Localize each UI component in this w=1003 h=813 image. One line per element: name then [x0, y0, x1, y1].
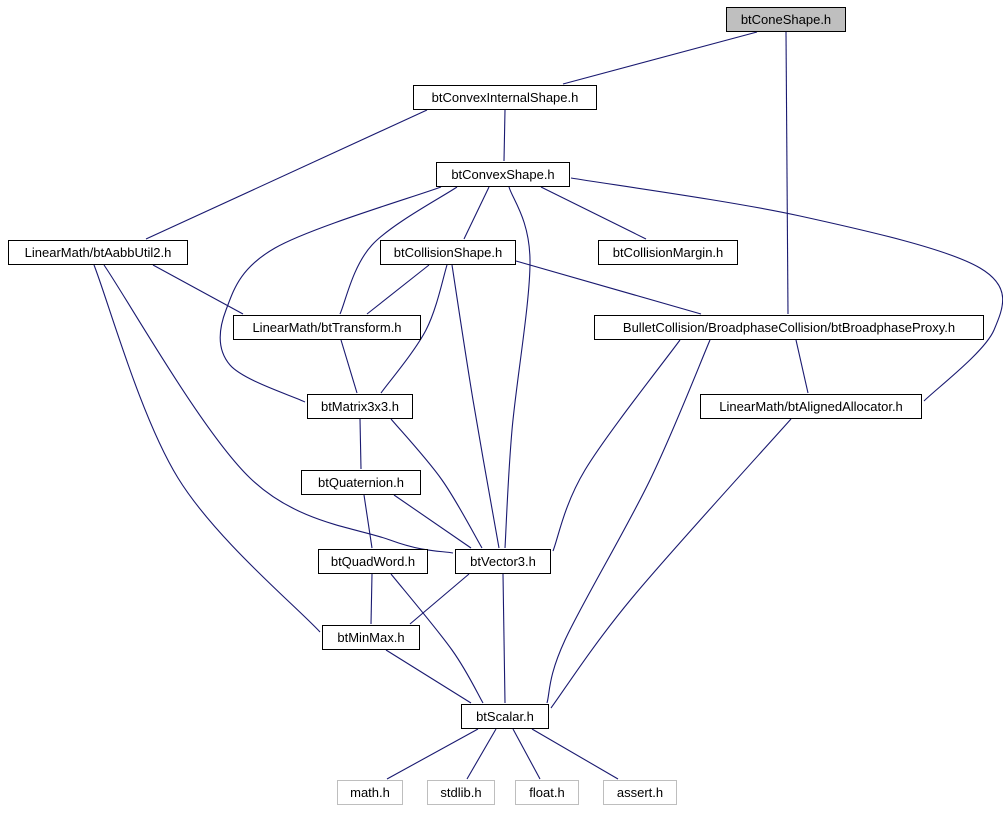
- edge-btAabbUtil2-to-btMinMax: [93, 264, 321, 633]
- node-btConvexInternalShape[interactable]: btConvexInternalShape.h: [413, 85, 597, 110]
- node-btMatrix3x3[interactable]: btMatrix3x3.h: [307, 394, 413, 419]
- node-label: btConeShape.h: [740, 12, 832, 27]
- edge-btConeShape-to-btConvexInternalShape: [562, 31, 758, 85]
- node-float: float.h: [515, 780, 579, 805]
- node-btAlignedAllocator[interactable]: LinearMath/btAlignedAllocator.h: [700, 394, 922, 419]
- node-label: btMinMax.h: [337, 630, 405, 645]
- edge-btBroadphaseProxy-to-btScalar: [546, 339, 711, 704]
- edge-btConvexShape-to-btVector3: [504, 186, 531, 549]
- edge-btQuadWord-to-btScalar: [390, 573, 484, 704]
- edge-btQuaternion-to-btVector3: [393, 494, 472, 549]
- node-btVector3[interactable]: btVector3.h: [455, 549, 551, 574]
- edge-btConvexShape-to-btTransform: [339, 186, 458, 315]
- edge-btCollisionShape-to-btMatrix3x3: [380, 264, 448, 394]
- node-btQuaternion[interactable]: btQuaternion.h: [301, 470, 421, 495]
- edge-btConvexShape-to-btCollisionShape: [463, 186, 490, 240]
- edge-btMinMax-to-btScalar: [385, 649, 472, 704]
- edge-btScalar-to-assert: [531, 728, 619, 780]
- edge-btVector3-to-btMinMax: [409, 573, 470, 625]
- node-label: LinearMath/btAlignedAllocator.h: [719, 399, 903, 414]
- node-btQuadWord[interactable]: btQuadWord.h: [318, 549, 428, 574]
- edge-btConvexShape-to-btMatrix3x3: [219, 186, 442, 403]
- edge-btAabbUtil2-to-btVector3: [103, 264, 454, 554]
- node-btConvexShape[interactable]: btConvexShape.h: [436, 162, 570, 187]
- edge-btCollisionShape-to-btBroadphaseProxy: [515, 260, 702, 315]
- node-btMinMax[interactable]: btMinMax.h: [322, 625, 420, 650]
- node-label: LinearMath/btAabbUtil2.h: [24, 245, 172, 260]
- node-label: btCollisionShape.h: [393, 245, 503, 260]
- edge-btConvexInternalShape-to-btAabbUtil2: [145, 109, 428, 240]
- edge-btScalar-to-float: [512, 728, 541, 780]
- node-label: btVector3.h: [470, 554, 536, 569]
- edge-btScalar-to-math: [386, 728, 479, 780]
- node-btConeShape: btConeShape.h: [726, 7, 846, 32]
- edge-btAabbUtil2-to-btTransform: [152, 264, 244, 315]
- node-label: btMatrix3x3.h: [320, 399, 400, 414]
- edge-btAlignedAllocator-to-btScalar: [550, 418, 792, 709]
- node-label: assert.h: [616, 785, 664, 800]
- node-label: LinearMath/btTransform.h: [252, 320, 402, 335]
- node-btScalar[interactable]: btScalar.h: [461, 704, 549, 729]
- node-btCollisionShape[interactable]: btCollisionShape.h: [380, 240, 516, 265]
- node-label: btScalar.h: [476, 709, 534, 724]
- node-label: stdlib.h: [440, 785, 482, 800]
- edge-btVector3-to-btScalar: [502, 573, 506, 704]
- edge-btQuaternion-to-btQuadWord: [363, 494, 373, 549]
- edge-btConvexInternalShape-to-btConvexShape: [503, 109, 506, 162]
- edge-btTransform-to-btMatrix3x3: [340, 339, 358, 394]
- node-label: float.h: [529, 785, 565, 800]
- node-label: math.h: [350, 785, 390, 800]
- edge-btScalar-to-stdlib: [466, 728, 497, 780]
- edge-btMatrix3x3-to-btVector3: [390, 418, 483, 549]
- edge-btCollisionShape-to-btTransform: [366, 264, 430, 315]
- node-btBroadphaseProxy[interactable]: BulletCollision/BroadphaseCollision/btBr…: [594, 315, 984, 340]
- edge-btConvexShape-to-btAlignedAllocator: [570, 177, 1003, 402]
- edge-btBroadphaseProxy-to-btVector3: [552, 339, 681, 552]
- edge-btMatrix3x3-to-btQuaternion: [359, 418, 362, 470]
- node-stdlib: stdlib.h: [427, 780, 495, 805]
- node-label: btConvexInternalShape.h: [431, 90, 579, 105]
- edge-btCollisionShape-to-btVector3: [451, 264, 500, 549]
- node-assert: assert.h: [603, 780, 677, 805]
- node-btCollisionMargin[interactable]: btCollisionMargin.h: [598, 240, 738, 265]
- edge-btConvexShape-to-btCollisionMargin: [540, 186, 647, 240]
- edge-btConeShape-to-btBroadphaseProxy: [785, 31, 789, 315]
- edge-btBroadphaseProxy-to-btAlignedAllocator: [795, 339, 809, 394]
- node-btAabbUtil2[interactable]: LinearMath/btAabbUtil2.h: [8, 240, 188, 265]
- node-label: btCollisionMargin.h: [612, 245, 724, 260]
- node-label: btQuadWord.h: [330, 554, 416, 569]
- node-label: btConvexShape.h: [451, 167, 555, 182]
- edge-btQuadWord-to-btMinMax: [370, 573, 373, 625]
- node-label: BulletCollision/BroadphaseCollision/btBr…: [622, 320, 956, 335]
- node-math: math.h: [337, 780, 403, 805]
- node-btTransform[interactable]: LinearMath/btTransform.h: [233, 315, 421, 340]
- node-label: btQuaternion.h: [317, 475, 404, 490]
